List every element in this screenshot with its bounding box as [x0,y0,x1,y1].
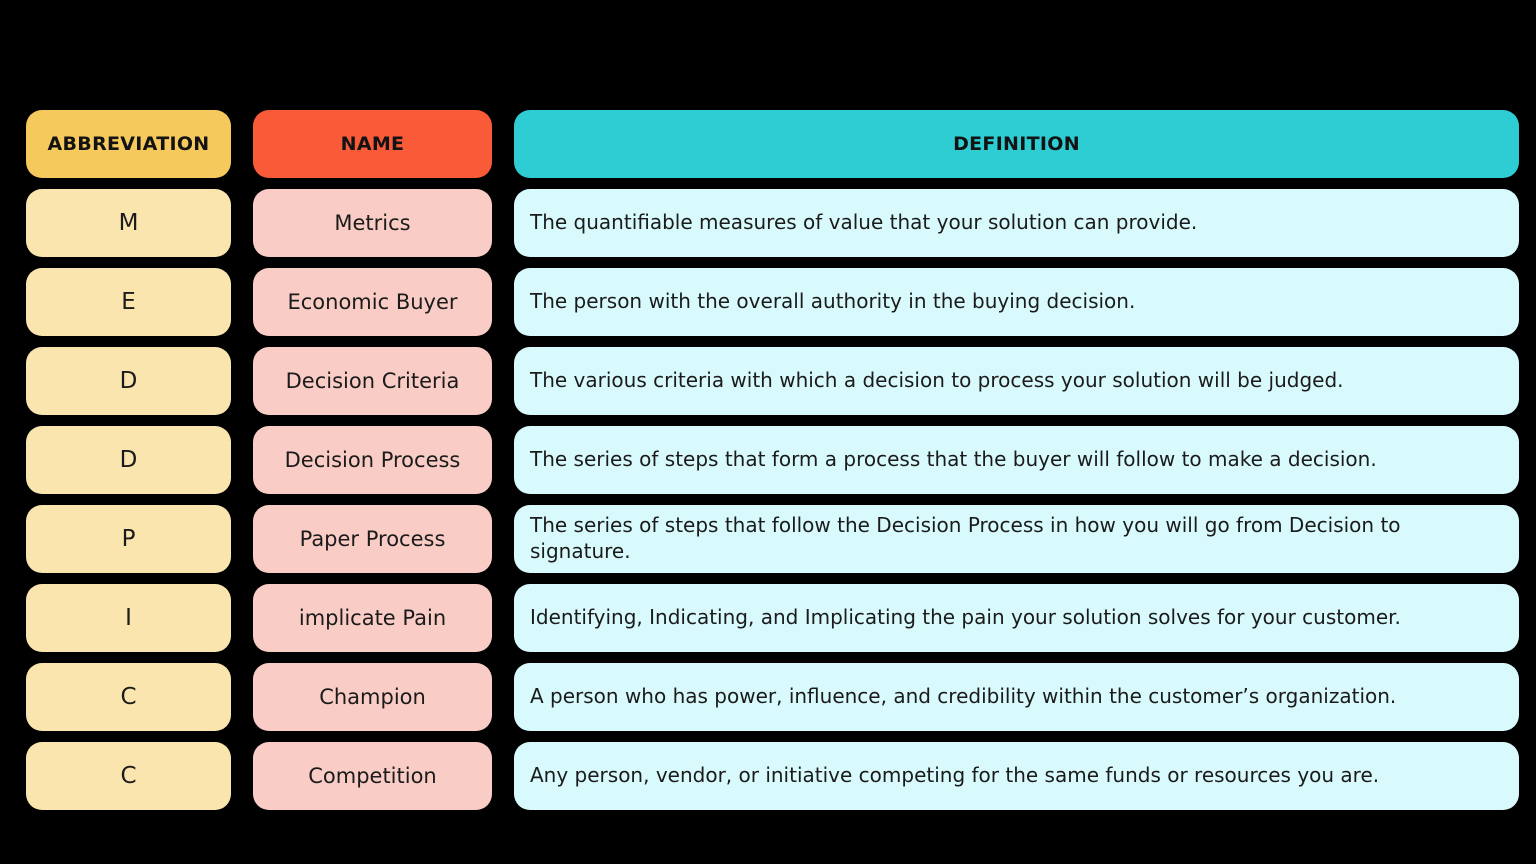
definition-cell: Identifying, Indicating, and Implicating… [514,584,1519,652]
abbreviation-cell: D [26,347,231,415]
name-cell: implicate Pain [253,584,492,652]
abbreviation-cell: E [26,268,231,336]
name-cell: Economic Buyer [253,268,492,336]
name-cell: Decision Process [253,426,492,494]
header-definition: DEFINITION [514,110,1519,178]
header-abbreviation: ABBREVIATION [26,110,231,178]
name-cell: Decision Criteria [253,347,492,415]
definition-cell: A person who has power, influence, and c… [514,663,1519,731]
meddpicc-table: ABBREVIATION NAME DEFINITION M Metrics T… [26,110,1519,810]
abbreviation-cell: D [26,426,231,494]
abbreviation-cell: C [26,663,231,731]
abbreviation-cell: I [26,584,231,652]
definition-cell: The various criteria with which a decisi… [514,347,1519,415]
definition-cell: Any person, vendor, or initiative compet… [514,742,1519,810]
abbreviation-cell: C [26,742,231,810]
name-cell: Paper Process [253,505,492,573]
header-name: NAME [253,110,492,178]
definition-cell: The series of steps that form a process … [514,426,1519,494]
name-cell: Metrics [253,189,492,257]
definition-cell: The person with the overall authority in… [514,268,1519,336]
abbreviation-cell: M [26,189,231,257]
name-cell: Champion [253,663,492,731]
abbreviation-cell: P [26,505,231,573]
name-cell: Competition [253,742,492,810]
definition-cell: The series of steps that follow the Deci… [514,505,1519,573]
definition-cell: The quantifiable measures of value that … [514,189,1519,257]
